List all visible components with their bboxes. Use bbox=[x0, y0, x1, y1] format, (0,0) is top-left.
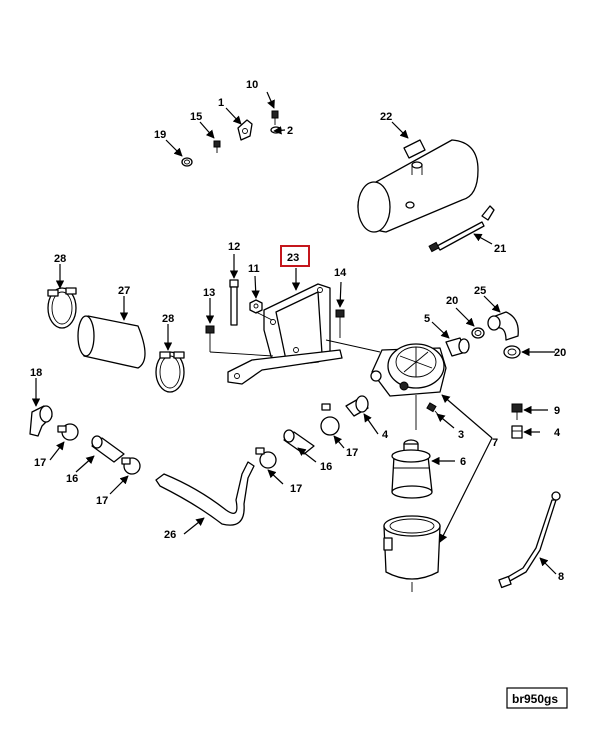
callout-28-left: 28 bbox=[54, 253, 66, 265]
bolt-part-13 bbox=[205, 325, 215, 344]
clamp-part-28-right bbox=[155, 351, 185, 393]
callout-16-right: 16 bbox=[320, 461, 332, 473]
callout-5: 5 bbox=[424, 313, 430, 325]
leaders bbox=[31, 91, 557, 575]
fitting-part-4-right bbox=[511, 425, 523, 439]
screw-part-10 bbox=[271, 110, 279, 125]
screw-part-15 bbox=[213, 140, 221, 153]
drawing-code-label: br950gs bbox=[512, 692, 558, 706]
highlighted-callout-23[interactable]: 23 bbox=[280, 245, 310, 267]
callout-17-c: 17 bbox=[290, 483, 302, 495]
callout-1: 1 bbox=[218, 97, 224, 109]
callout-18: 18 bbox=[30, 367, 42, 379]
elbow-part-18 bbox=[29, 405, 53, 437]
clamp-part-28-left bbox=[47, 287, 77, 329]
callout-17-d: 17 bbox=[346, 447, 358, 459]
pipe-part-8 bbox=[498, 491, 561, 589]
callout-22: 22 bbox=[380, 111, 392, 123]
callout-17-a: 17 bbox=[34, 457, 46, 469]
callout-13: 13 bbox=[203, 287, 215, 299]
callout-21: 21 bbox=[494, 243, 506, 255]
assembly-lines bbox=[209, 311, 417, 430]
elbow-part-25 bbox=[487, 311, 519, 341]
fitting-part-4-center bbox=[345, 395, 369, 417]
callout-3: 3 bbox=[458, 429, 464, 441]
callout-15: 15 bbox=[190, 111, 202, 123]
callout-4-right: 4 bbox=[554, 427, 561, 439]
drawing-code: br950gs bbox=[506, 687, 568, 709]
hose-part-27 bbox=[77, 315, 146, 369]
sensor-part-9 bbox=[511, 403, 523, 420]
clip-part-1 bbox=[237, 119, 253, 141]
callout-20-upper: 20 bbox=[446, 295, 458, 307]
callout-19: 19 bbox=[154, 129, 166, 141]
callout-8: 8 bbox=[558, 571, 564, 583]
callout-14: 14 bbox=[334, 267, 347, 279]
bowl-part-7 bbox=[383, 515, 441, 592]
nut-part-11 bbox=[249, 299, 263, 314]
callout-17-b: 17 bbox=[96, 495, 108, 507]
callout-4-center: 4 bbox=[382, 429, 389, 441]
ring-part-20-lower bbox=[503, 345, 521, 359]
ring-part-19 bbox=[181, 157, 193, 167]
callout-16-left: 16 bbox=[66, 473, 78, 485]
hose-part-21 bbox=[428, 205, 495, 253]
bracket-part-23 bbox=[227, 283, 343, 385]
callout-labels: 1 2 3 4 4 5 6 7 8 9 10 11 12 13 14 15 16… bbox=[30, 79, 566, 583]
callout-2: 2 bbox=[287, 125, 293, 137]
tube-part-26 bbox=[155, 461, 255, 526]
callout-25: 25 bbox=[474, 285, 486, 297]
fitting-part-20-upper bbox=[471, 327, 485, 339]
connectors-part-16 bbox=[91, 429, 315, 463]
bolt-part-14 bbox=[335, 309, 345, 330]
filter-element-part-6 bbox=[391, 439, 433, 499]
bolt-part-12 bbox=[229, 279, 239, 326]
callout-10: 10 bbox=[246, 79, 258, 91]
callout-12: 12 bbox=[228, 241, 240, 253]
callout-23-label: 23 bbox=[287, 252, 299, 264]
callout-27: 27 bbox=[118, 285, 130, 297]
filter-head bbox=[370, 343, 447, 397]
fitting-part-5 bbox=[445, 337, 470, 357]
callout-6: 6 bbox=[460, 456, 466, 468]
callout-9: 9 bbox=[554, 405, 560, 417]
callout-7: 7 bbox=[492, 437, 498, 449]
callout-20-lower: 20 bbox=[554, 347, 566, 359]
clamps-part-17 bbox=[57, 403, 340, 475]
callout-26: 26 bbox=[164, 529, 176, 541]
callout-28-right: 28 bbox=[162, 313, 174, 325]
callout-11: 11 bbox=[248, 263, 260, 275]
tank-part-22 bbox=[357, 139, 479, 233]
